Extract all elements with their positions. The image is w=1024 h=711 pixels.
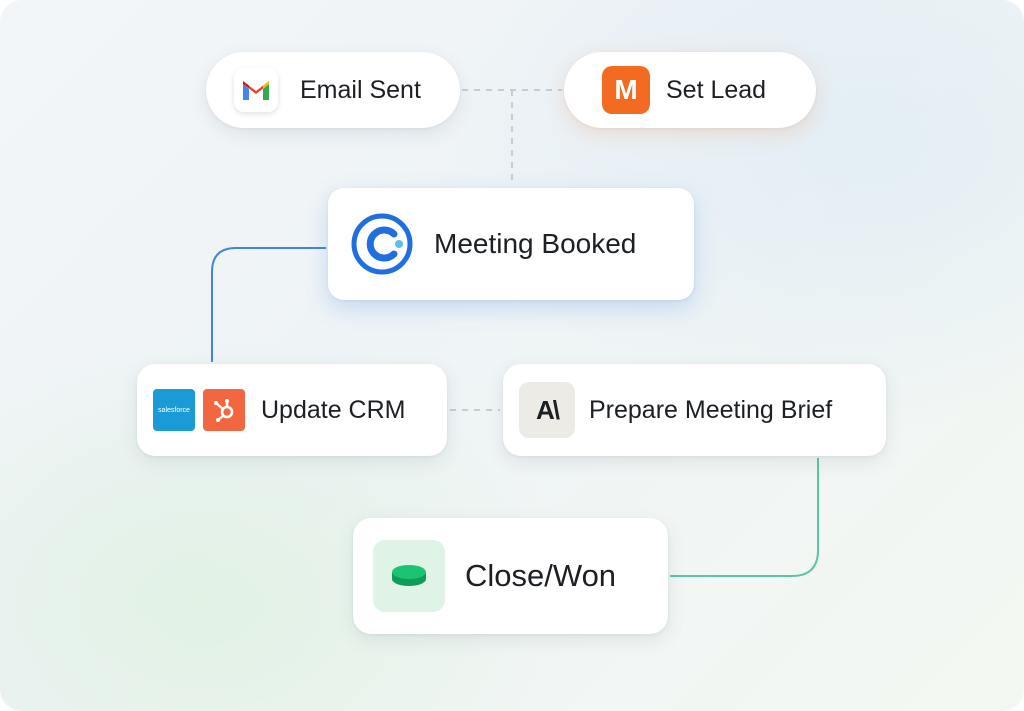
node-close-won[interactable]: Close/Won xyxy=(353,518,668,634)
node-meeting-booked[interactable]: Meeting Booked xyxy=(328,188,694,300)
salesforce-icon-text: salesforce xyxy=(158,406,190,414)
gmail-icon xyxy=(234,68,278,112)
salesforce-icon: salesforce xyxy=(153,389,195,431)
node-email-sent[interactable]: Email Sent xyxy=(206,52,460,128)
node-label: Email Sent xyxy=(300,75,421,104)
connector-meeting-crm xyxy=(211,247,326,362)
hubspot-icon xyxy=(203,389,245,431)
coin-stack-icon xyxy=(373,540,445,612)
node-label: Prepare Meeting Brief xyxy=(589,395,833,424)
node-set-lead[interactable]: M Set Lead xyxy=(564,52,816,128)
node-label: Update CRM xyxy=(261,395,406,424)
node-prepare-meeting-brief[interactable]: A\ Prepare Meeting Brief xyxy=(503,364,886,456)
connector-brief-close xyxy=(670,458,819,577)
calendly-icon xyxy=(350,212,414,276)
node-label: Set Lead xyxy=(666,75,767,104)
anthropic-icon-glyph: A\ xyxy=(536,394,560,425)
node-label: Meeting Booked xyxy=(434,228,637,259)
node-update-crm[interactable]: salesforce Update CRM xyxy=(137,364,447,456)
anthropic-icon: A\ xyxy=(519,382,575,438)
m-letter-icon-glyph: M xyxy=(614,74,638,105)
m-letter-icon: M xyxy=(602,66,650,114)
node-label: Close/Won xyxy=(465,558,617,593)
